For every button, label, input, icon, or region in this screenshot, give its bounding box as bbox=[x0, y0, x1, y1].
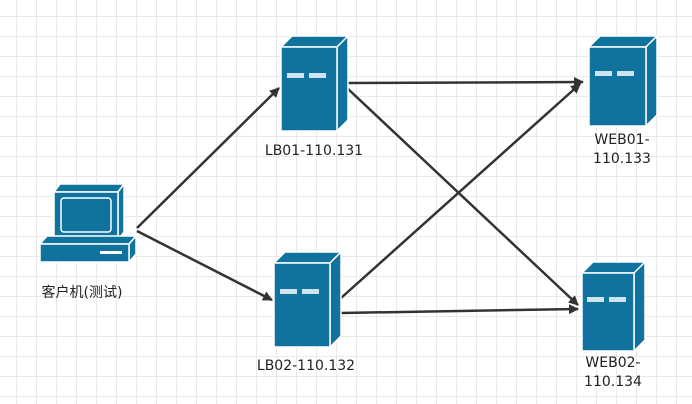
edge-client-lb01[interactable] bbox=[136, 87, 280, 229]
node-lb01[interactable] bbox=[279, 34, 350, 133]
server-icon bbox=[272, 250, 343, 349]
node-client[interactable] bbox=[38, 181, 138, 264]
node-lb02[interactable] bbox=[272, 250, 343, 349]
edges bbox=[136, 77, 584, 315]
web01-label: WEB01- 110.133 bbox=[572, 131, 672, 169]
web02-label-line1: WEB02- bbox=[585, 355, 641, 371]
lb02-label: LB02-110.132 bbox=[256, 358, 356, 374]
edge-lb01-web02[interactable] bbox=[346, 87, 579, 306]
server-icon bbox=[580, 260, 647, 353]
server-icon bbox=[587, 34, 659, 128]
edge-lb02-web02[interactable] bbox=[340, 304, 579, 315]
edge-lb02-web01[interactable] bbox=[340, 83, 581, 299]
lb01-label: LB01-110.131 bbox=[264, 143, 364, 159]
web01-label-line1: WEB01- bbox=[594, 132, 650, 148]
edge-lb01-web01[interactable] bbox=[346, 77, 584, 88]
node-web02[interactable] bbox=[580, 260, 647, 353]
web01-label-line2: 110.133 bbox=[593, 151, 651, 167]
server-icon bbox=[279, 34, 350, 133]
desktop-computer-icon bbox=[38, 181, 138, 264]
web02-label-line2: 110.134 bbox=[584, 374, 642, 390]
edge-client-lb02[interactable] bbox=[136, 229, 273, 302]
node-web01[interactable] bbox=[587, 34, 659, 128]
web02-label: WEB02- 110.134 bbox=[563, 354, 663, 392]
client-label: 客户机(测试) bbox=[41, 285, 123, 301]
